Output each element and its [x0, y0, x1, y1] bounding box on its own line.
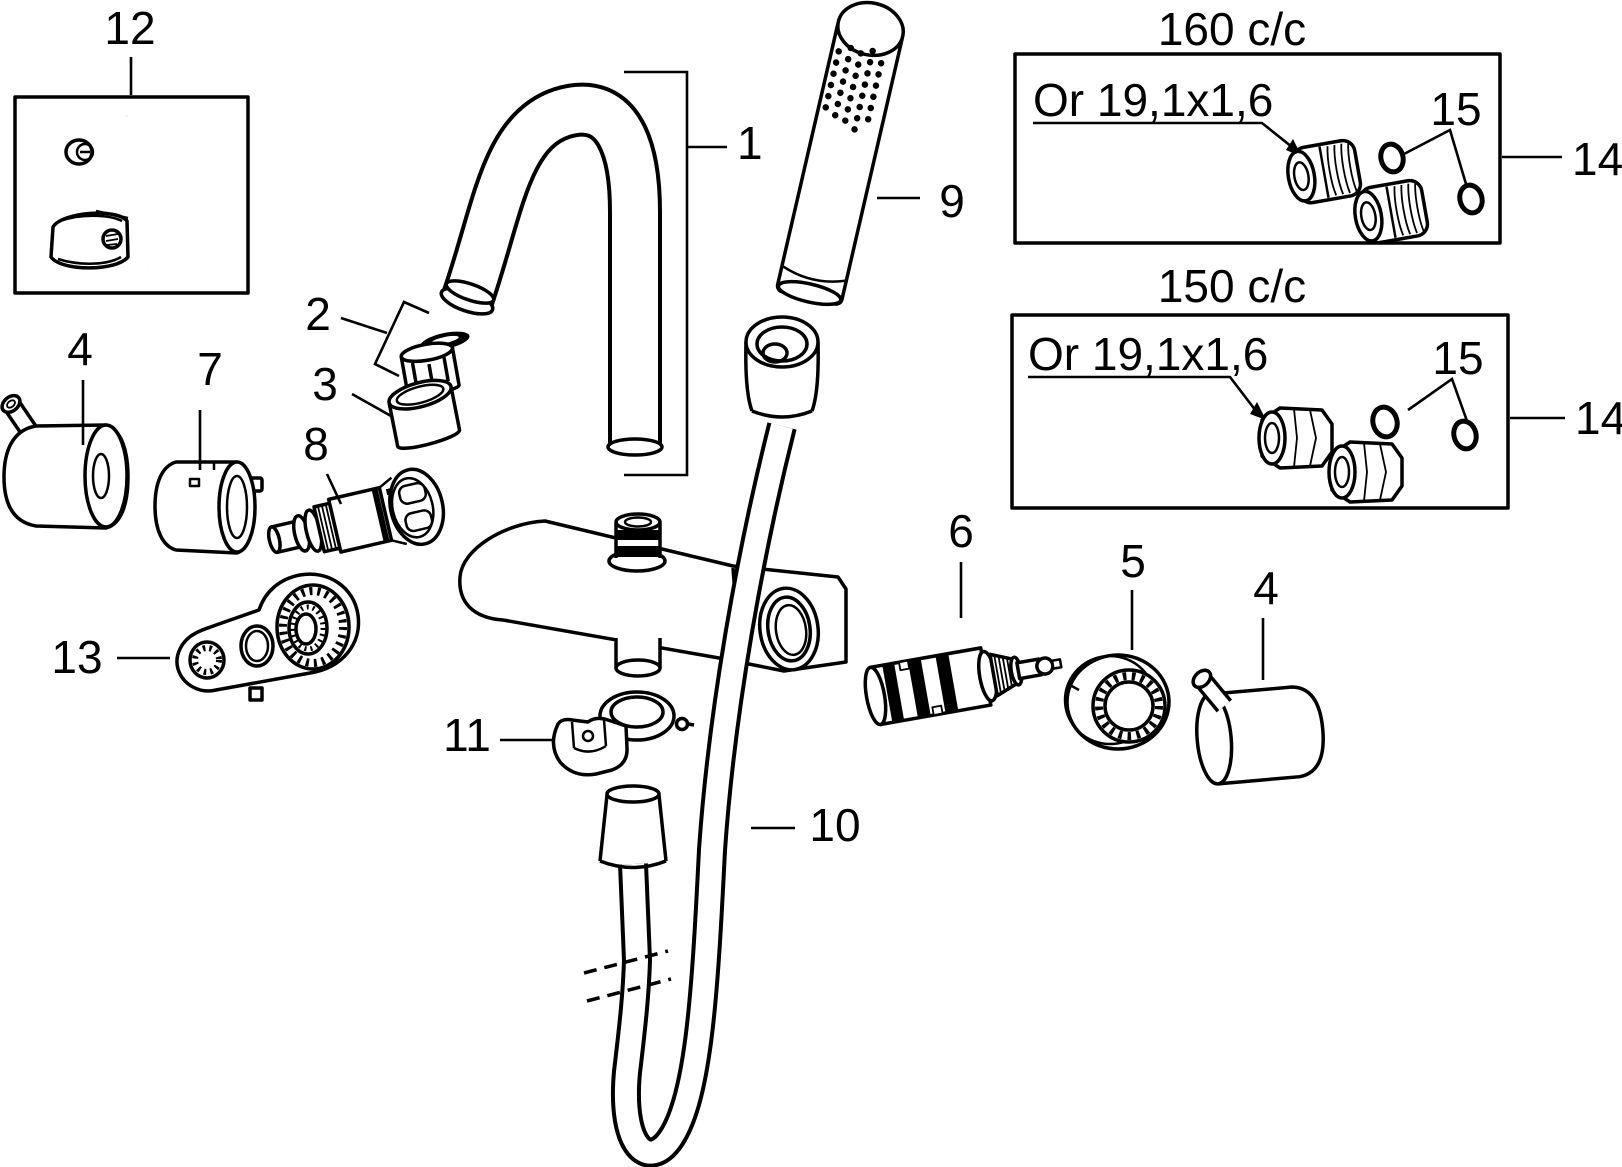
thermostatic-cartridge-drawing: [863, 646, 1063, 727]
part-label-5: 5: [1120, 535, 1146, 587]
part-label-7: 7: [197, 343, 223, 395]
callouts: 12 1 2 3 8 4 7 13 11 10 9 6 5 4 160 c/c …: [51, 2, 1622, 851]
inset-160-label-15: 15: [1430, 83, 1481, 135]
hose-swivel-nut-drawing: [744, 315, 820, 419]
inset-160-label-14: 14: [1572, 133, 1622, 185]
part-label-2: 2: [305, 288, 331, 340]
part-label-4-left: 4: [67, 323, 93, 375]
o-ring: [1451, 418, 1479, 452]
part-label-1: 1: [737, 117, 763, 169]
part-label-11: 11: [443, 709, 491, 761]
tail-adapter-threaded-1: [1286, 138, 1363, 205]
part-label-13: 13: [51, 631, 102, 683]
inset-150-label-14: 14: [1575, 392, 1622, 444]
o-ring: [1370, 404, 1400, 440]
o-ring: [1457, 182, 1485, 216]
adapter-sleeve-drawing: [153, 460, 264, 555]
knurled-ring-drawing: [1063, 653, 1171, 751]
inset-160-title: 160 c/c: [1158, 3, 1306, 55]
diverter-cartridge-drawing: [266, 467, 446, 555]
tail-adapter-hex-2: [1327, 440, 1404, 504]
spout-drawing: [439, 82, 664, 457]
part-label-9: 9: [939, 175, 965, 227]
tail-adapter-threaded-2: [1353, 178, 1430, 245]
inset-150-oring-spec: Or 19,1x1,6: [1028, 328, 1268, 380]
handle-knob-right-drawing: [1191, 668, 1325, 786]
part-label-8: 8: [303, 418, 329, 470]
shower-hose-drawing: [583, 422, 797, 1167]
part-label-10: 10: [809, 799, 860, 851]
inset-160-oring-spec: Or 19,1x1,6: [1033, 74, 1273, 126]
tail-adapter-hex-1: [1257, 406, 1334, 470]
inset-box-160: [1013, 52, 1562, 245]
part-label-12: 12: [104, 2, 155, 54]
hose-clamp-drawing: [551, 690, 695, 777]
o-ring: [1378, 141, 1406, 175]
part-label-6: 6: [948, 505, 974, 557]
inset-150-label-15: 15: [1432, 332, 1483, 384]
mounting-wrench-drawing: [175, 572, 361, 702]
handle-knob-left-drawing: [0, 393, 130, 530]
aerator-housing-drawing: [387, 378, 462, 450]
part-label-3: 3: [312, 358, 338, 410]
hose-cone-nut-drawing: [598, 784, 668, 870]
hand-shower-drawing: [775, 0, 905, 307]
part-label-4-right: 4: [1253, 562, 1279, 614]
inset-box-150: [1010, 313, 1565, 510]
service-kit-box-drawing: [13, 95, 250, 295]
inset-150-title: 150 c/c: [1158, 260, 1306, 312]
mixer-body-drawing: [458, 512, 848, 678]
